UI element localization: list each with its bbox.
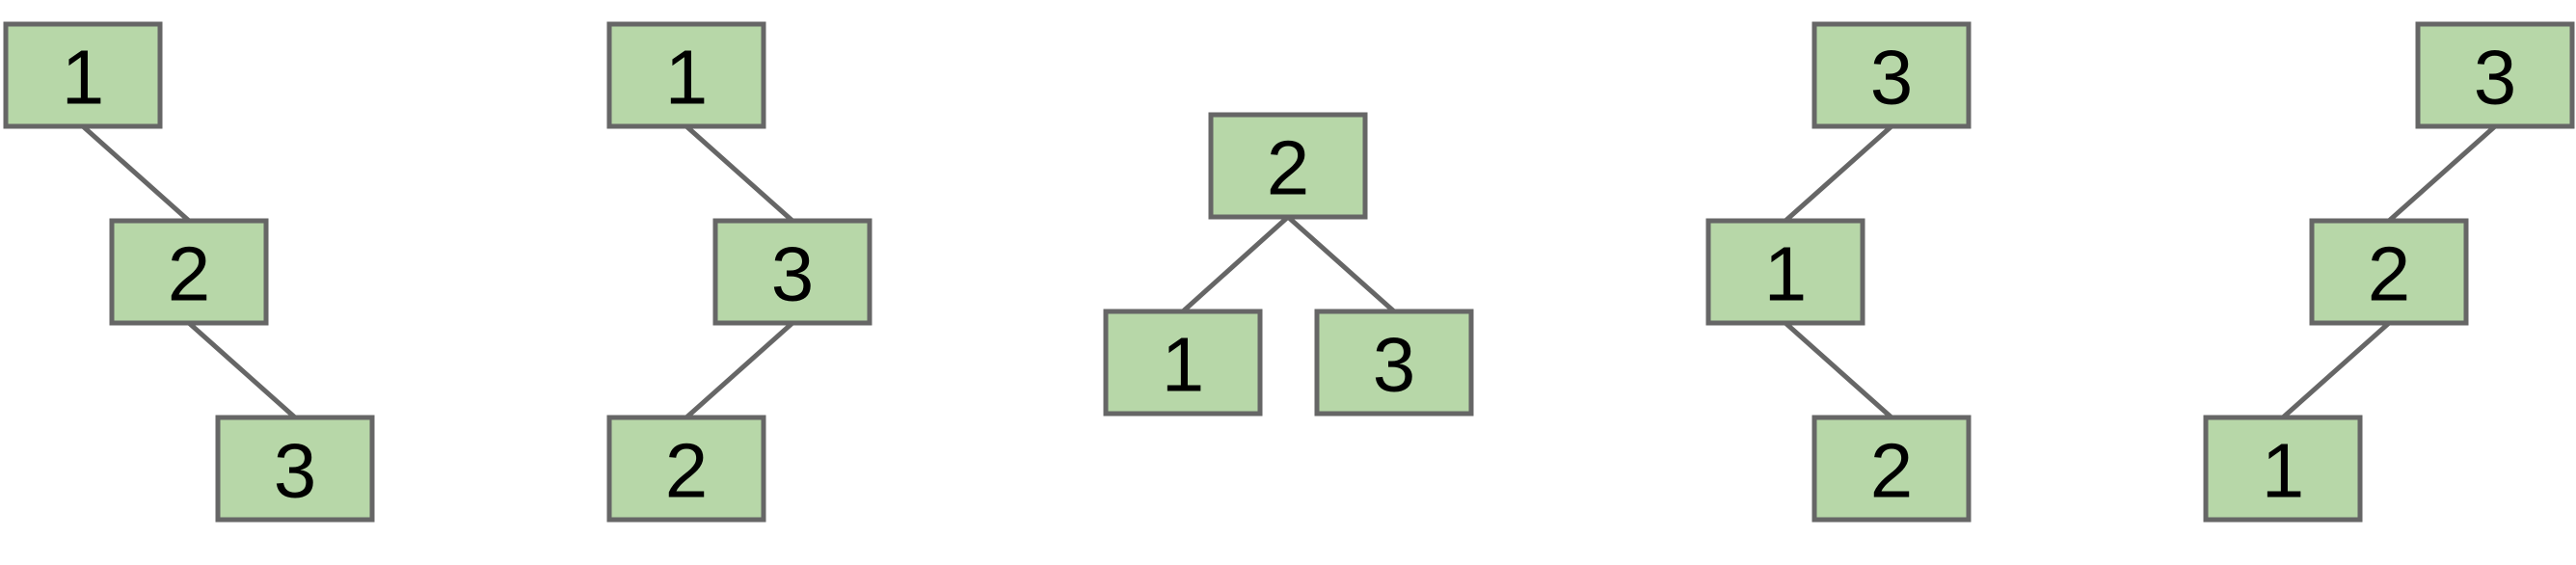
tree-4-edge-2 — [1784, 321, 1893, 419]
node-box — [1811, 21, 1972, 129]
node-box — [712, 218, 872, 326]
tree-3-node-1: 1 — [1103, 309, 1263, 417]
node-box — [606, 21, 766, 129]
tree-2-edge-1 — [684, 124, 794, 223]
node-box — [2309, 218, 2469, 326]
tree-2-node-3: 3 — [712, 218, 872, 326]
edges-layer — [81, 124, 2497, 419]
node-box — [2203, 415, 2363, 523]
tree-4-node-2: 2 — [1811, 415, 1972, 523]
tree-1-node-3: 3 — [215, 415, 375, 523]
node-label: 3 — [1373, 322, 1416, 408]
node-label: 1 — [2262, 428, 2305, 514]
tree-1: 1 2 3 — [3, 21, 375, 523]
node-label: 3 — [1870, 35, 1914, 121]
node-label: 1 — [1162, 322, 1205, 408]
tree-5-node-1: 1 — [2203, 415, 2363, 523]
tree-2-node-1: 1 — [606, 21, 766, 129]
tree-1-node-2: 2 — [109, 218, 269, 326]
tree-1-edge-2 — [187, 321, 297, 419]
tree-5-node-2: 2 — [2309, 218, 2469, 326]
tree-4-node-3: 3 — [1811, 21, 1972, 129]
node-label: 3 — [2474, 35, 2517, 121]
tree-1-edge-1 — [81, 124, 191, 223]
node-box — [1314, 309, 1474, 417]
node-label: 1 — [665, 35, 709, 121]
tree-5-edge-1 — [2387, 124, 2497, 223]
tree-4: 3 1 2 — [1705, 21, 1972, 523]
tree-5-node-3: 3 — [2415, 21, 2575, 129]
tree-4-node-1: 1 — [1705, 218, 1865, 326]
node-label: 2 — [1870, 428, 1914, 514]
node-box — [1811, 415, 1972, 523]
tree-4-edge-1 — [1784, 124, 1893, 223]
node-box — [1103, 309, 1263, 417]
node-box — [2415, 21, 2575, 129]
tree-3-node-2: 2 — [1208, 112, 1368, 220]
tree-5: 3 2 1 — [2203, 21, 2575, 523]
node-label: 2 — [1267, 125, 1310, 211]
tree-3-edge-1 — [1181, 215, 1290, 313]
tree-2: 1 3 2 — [606, 21, 872, 523]
node-label: 3 — [771, 231, 815, 317]
tree-3-node-3: 3 — [1314, 309, 1474, 417]
tree-1-node-1: 1 — [3, 21, 163, 129]
node-box — [1705, 218, 1865, 326]
node-box — [215, 415, 375, 523]
tree-3-edge-2 — [1286, 215, 1396, 313]
node-box — [3, 21, 163, 129]
node-label: 3 — [274, 428, 317, 514]
node-label: 2 — [665, 428, 709, 514]
node-box — [606, 415, 766, 523]
node-label: 2 — [2368, 231, 2411, 317]
tree-5-edge-2 — [2281, 321, 2391, 419]
node-label: 2 — [168, 231, 211, 317]
tree-2-node-2: 2 — [606, 415, 766, 523]
tree-2-edge-2 — [684, 321, 794, 419]
node-box — [1208, 112, 1368, 220]
node-label: 1 — [1764, 231, 1808, 317]
nodes-layer: 1 2 3 1 3 2 2 1 3 3 1 2 3 2 1 — [3, 21, 2575, 523]
tree-3: 2 1 3 — [1103, 112, 1474, 417]
node-label: 1 — [62, 35, 105, 121]
node-box — [109, 218, 269, 326]
